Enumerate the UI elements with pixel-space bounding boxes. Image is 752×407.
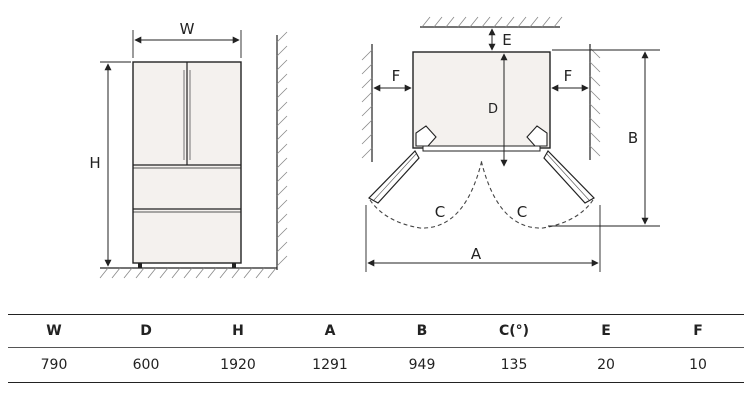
fridge-top — [368, 51, 595, 229]
clearance-right-label: F — [564, 67, 573, 85]
value-f: 10 — [652, 347, 744, 383]
width-dimension: W — [132, 20, 242, 58]
clearance-top-dimension: E — [488, 28, 512, 51]
column-header-b: B — [376, 314, 468, 348]
front-wall-right — [276, 31, 288, 270]
table-row: 790 600 1920 1291 949 135 20 10 — [8, 347, 744, 383]
clearance-left-label: F — [392, 67, 401, 85]
width-open-dimension: A — [365, 205, 601, 272]
clearance-left-dimension: F — [373, 67, 412, 92]
swing-angle-left-label: C — [435, 203, 445, 221]
clearance-top-label: E — [502, 31, 511, 49]
swing-angle-right-label: C — [517, 203, 527, 221]
front-view: W H — [89, 20, 288, 279]
dimensions-table: W D H A B C(°) E F 790 600 1920 1291 949… — [8, 314, 744, 383]
table-header-row: W D H A B C(°) E F — [8, 314, 744, 348]
column-header-h: H — [192, 314, 284, 348]
column-header-c: C(°) — [468, 314, 560, 348]
top-wall-left — [361, 44, 373, 162]
top-view: E F F D B C C A — [361, 16, 660, 272]
value-w: 790 — [8, 347, 100, 383]
value-d: 600 — [100, 347, 192, 383]
width-open-label: A — [471, 245, 482, 263]
column-header-w: W — [8, 314, 100, 348]
column-header-e: E — [560, 314, 652, 348]
value-h: 1920 — [192, 347, 284, 383]
value-c: 135 — [468, 347, 560, 383]
dimension-diagram: W H — [89, 16, 660, 279]
depth-open-label: B — [628, 129, 638, 147]
column-header-d: D — [100, 314, 192, 348]
front-floor — [99, 267, 277, 279]
value-a: 1291 — [284, 347, 376, 383]
fridge-front — [132, 61, 242, 268]
width-label: W — [180, 20, 195, 38]
value-e: 20 — [560, 347, 652, 383]
top-wall — [420, 16, 563, 28]
column-header-a: A — [284, 314, 376, 348]
height-dimension: H — [89, 61, 131, 267]
depth-dimension: D — [488, 53, 508, 167]
value-b: 949 — [376, 347, 468, 383]
depth-label: D — [488, 102, 498, 117]
clearance-right-dimension: F — [551, 67, 589, 92]
height-label: H — [89, 154, 100, 172]
column-header-f: F — [652, 314, 744, 348]
top-wall-right — [589, 44, 601, 160]
depth-open-dimension: B — [548, 49, 660, 227]
